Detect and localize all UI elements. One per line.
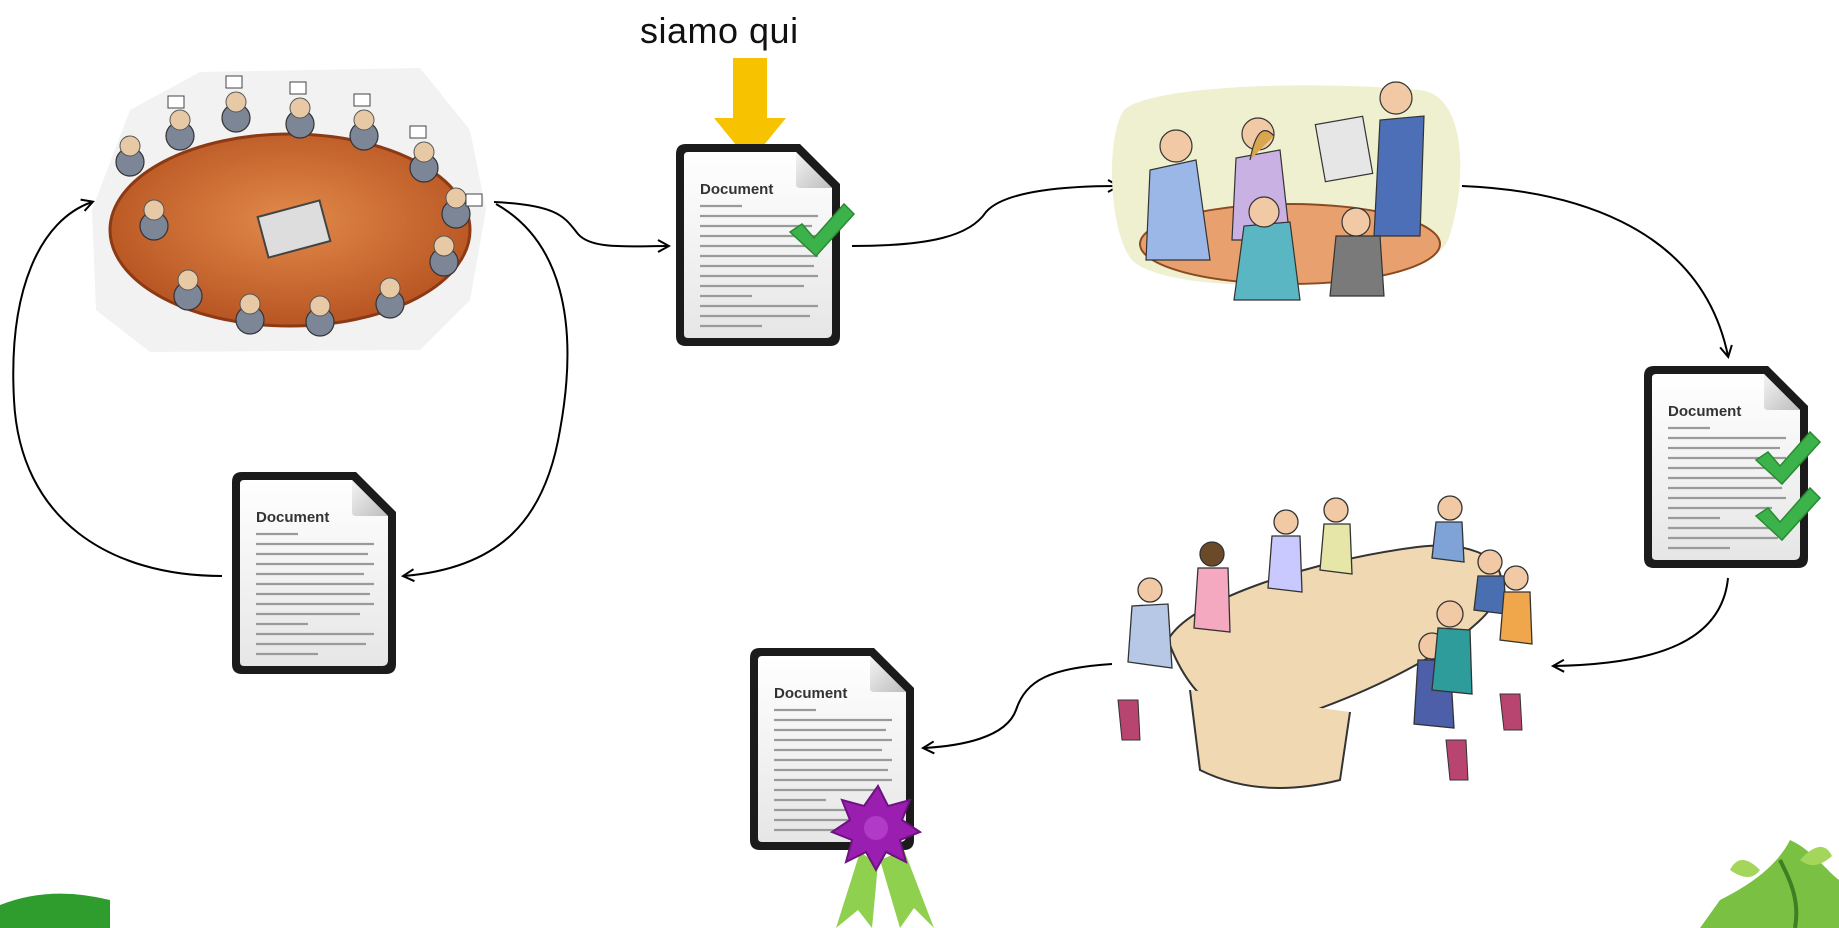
meeting-voting-illustration bbox=[92, 68, 486, 352]
arrow-initial-doc-to-meeting bbox=[12, 202, 223, 577]
seal-ribbon-icon bbox=[829, 784, 934, 928]
arrow-assembly-to-final bbox=[924, 663, 1113, 748]
decorative-green-arc bbox=[0, 893, 110, 928]
document-initial: Document bbox=[230, 470, 398, 676]
arrow-meeting-to-initial-doc bbox=[404, 203, 569, 576]
document-title: Document bbox=[774, 685, 847, 702]
arrow-committee-to-doc2 bbox=[1461, 185, 1728, 356]
document-certified: Document bbox=[748, 646, 916, 852]
down-arrow-icon bbox=[714, 58, 786, 162]
decorative-leaf-icon bbox=[1700, 840, 1839, 928]
assembly-meeting-illustration bbox=[1117, 495, 1533, 789]
current-stage-label: siamo qui bbox=[640, 10, 799, 51]
document-title: Document bbox=[1668, 403, 1741, 420]
document-title: Document bbox=[700, 181, 773, 198]
flow-arrows bbox=[12, 185, 1729, 748]
arrow-doc2-to-assembly bbox=[1554, 577, 1729, 666]
arrow-doc1-to-committee bbox=[851, 186, 1118, 247]
arrow-meeting-to-doc1 bbox=[493, 201, 668, 246]
document-approved-twice: Document bbox=[1642, 364, 1821, 570]
committee-meeting-illustration bbox=[1111, 81, 1461, 301]
current-stage-pointer bbox=[714, 58, 786, 162]
document-title: Document bbox=[256, 509, 329, 526]
document-approved-once: Document bbox=[674, 142, 855, 348]
